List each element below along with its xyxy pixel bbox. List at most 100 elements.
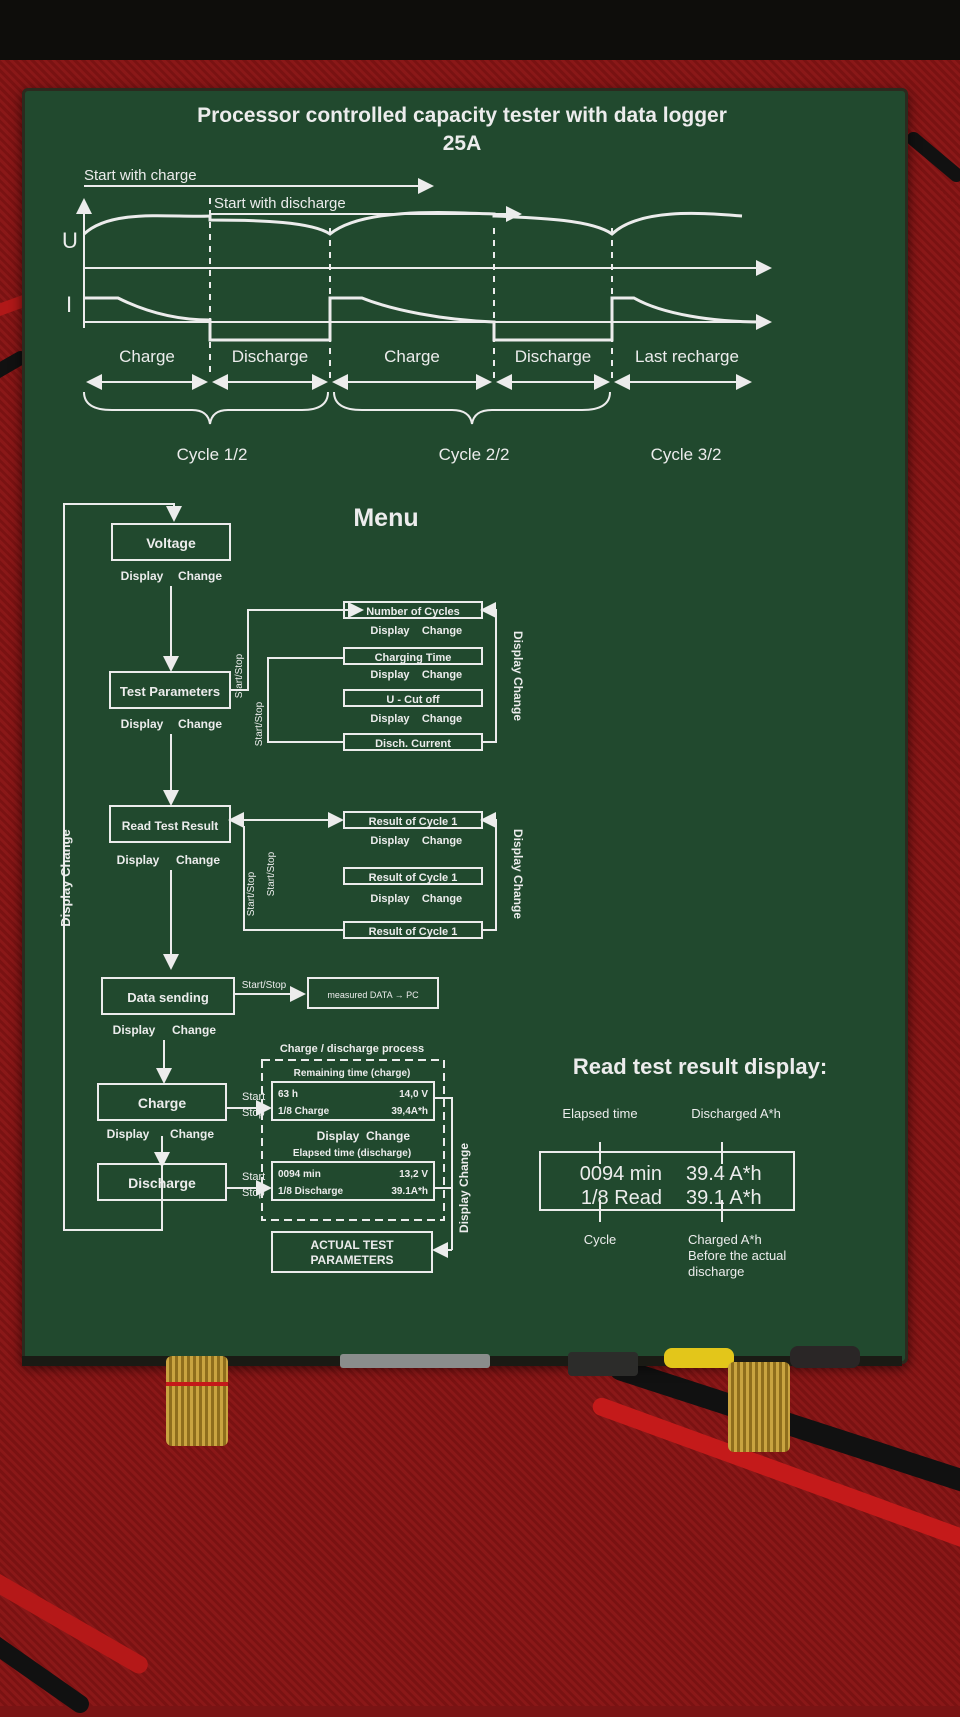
- elapsed-time-caption: Elapsed time: [562, 1106, 637, 1121]
- charge-display: Display: [107, 1127, 150, 1141]
- menu-heading: Menu: [353, 504, 418, 532]
- discharge-lcd-voltage: 13,2 V: [399, 1169, 428, 1180]
- cycle-1-label: Cycle 1/2: [177, 445, 248, 464]
- process-display: Display: [317, 1129, 360, 1143]
- discharge-lcd: [271, 1161, 435, 1201]
- charge-lcd-cycle: 1/8 Charge: [278, 1106, 330, 1117]
- result-1-display: Display: [370, 835, 410, 847]
- lcd-discharged-value: 39.4 A*h: [686, 1163, 762, 1185]
- param-cutoff-change: Change: [422, 713, 462, 725]
- lcd-elapsed-value: 0094 min: [580, 1163, 662, 1185]
- charge-change: Change: [170, 1127, 214, 1141]
- param-cycles-change: Change: [422, 625, 462, 637]
- result-1: Result of Cycle 1: [369, 816, 458, 828]
- result-left-loop: [243, 826, 344, 931]
- charge-lcd-capacity: 39,4A*h: [391, 1106, 428, 1117]
- terminal-post-left-ring: [166, 1382, 228, 1386]
- data-sending-display: Display: [113, 1023, 156, 1037]
- cycle-brace-1: [83, 391, 329, 425]
- charge-start: Start: [242, 1091, 265, 1103]
- discharge-lcd-time: 0094 min: [278, 1169, 321, 1180]
- u-axis-label: U: [62, 228, 78, 253]
- measured-data-label: measured DATA → PC: [327, 990, 419, 1000]
- result-2-display: Display: [370, 893, 410, 905]
- cycle-caption: Cycle: [584, 1232, 617, 1247]
- param-display-change: Display Change: [511, 631, 525, 721]
- param-charging-display: Display: [370, 669, 410, 681]
- discharge-label: Discharge: [128, 1175, 196, 1191]
- phase-discharge-1: Discharge: [232, 347, 309, 366]
- param-start-stop-2: Start/Stop: [254, 701, 265, 746]
- charged-caption-2: Before the actual: [688, 1248, 786, 1263]
- param-charging: Charging Time: [375, 652, 452, 664]
- read-test-result-change: Change: [176, 853, 220, 867]
- read-display-heading: Read test result display:: [573, 1054, 827, 1079]
- discharged-caption: Discharged A*h: [691, 1106, 781, 1121]
- result-3: Result of Cycle 1: [369, 926, 458, 938]
- process-title: Charge / discharge process: [280, 1043, 424, 1055]
- charge-box: [97, 1083, 227, 1121]
- phase-last-recharge: Last recharge: [635, 347, 739, 366]
- charge-label: Charge: [138, 1095, 186, 1111]
- test-parameters-change: Change: [178, 717, 222, 731]
- cycle-3-label: Cycle 3/2: [651, 445, 722, 464]
- loop-display-change-label: Display Change: [58, 829, 73, 927]
- i-axis-label: I: [66, 292, 72, 317]
- param-cutoff: U - Cut off: [386, 694, 439, 706]
- charge-lcd-voltage: 14,0 V: [399, 1089, 428, 1100]
- panel-title: Processor controlled capacity tester wit…: [197, 104, 727, 127]
- discharge-lcd-capacity: 39.1A*h: [391, 1186, 428, 1197]
- param-cycles: Number of Cycles: [366, 606, 460, 618]
- data-sending-box: [101, 977, 235, 1015]
- terminal-post-right: [728, 1362, 790, 1452]
- start-with-discharge-label: Start with discharge: [214, 195, 346, 212]
- param-current: Disch. Current: [375, 738, 451, 750]
- test-parameters-display: Display: [121, 717, 164, 731]
- result-2: Result of Cycle 1: [369, 872, 458, 884]
- param-cycles-display: Display: [370, 625, 410, 637]
- terminal-post-left: [166, 1356, 228, 1446]
- actual-parameters-line1: ACTUAL TEST: [310, 1238, 394, 1252]
- param-right-loop: [480, 602, 497, 743]
- result-start-stop-2: Start/Stop: [266, 851, 277, 896]
- lcd-charged-value: 39.1 A*h: [686, 1187, 762, 1209]
- discharge-box: [97, 1163, 227, 1201]
- serial-port: [340, 1354, 490, 1368]
- data-sending-change: Change: [172, 1023, 216, 1037]
- elapsed-time-label: Elapsed time (discharge): [293, 1148, 411, 1159]
- voltage-display: Display: [121, 569, 164, 583]
- panel-rating: 25A: [443, 132, 482, 155]
- read-test-result-display: Display: [117, 853, 160, 867]
- param-connector: [230, 602, 364, 691]
- voltage-change: Change: [178, 569, 222, 583]
- actual-parameters-line2: PARAMETERS: [310, 1253, 393, 1267]
- phase-charge-2: Charge: [384, 347, 440, 366]
- measured-data-box: [307, 977, 439, 1009]
- charged-caption-1: Charged A*h: [688, 1232, 762, 1247]
- result-display-change: Display Change: [511, 829, 525, 919]
- discharge-start: Start: [242, 1171, 265, 1183]
- yellow-socket: [664, 1348, 734, 1368]
- lcd-cycle-value: 1/8 Read: [581, 1187, 662, 1209]
- remaining-time-label: Remaining time (charge): [294, 1068, 411, 1079]
- menu-loop-line: [63, 503, 182, 1231]
- process-display-change: Display Change: [457, 1143, 471, 1233]
- current-curve: [84, 296, 763, 342]
- start-with-charge-label: Start with charge: [84, 167, 197, 184]
- data-sending-start-stop: Start/Stop: [242, 980, 287, 991]
- charge-lcd: [271, 1081, 435, 1121]
- charged-caption-3: discharge: [688, 1264, 744, 1279]
- actual-parameters-box: [271, 1231, 433, 1273]
- result-right-loop: [480, 812, 497, 931]
- fuse-holder: [568, 1352, 638, 1376]
- voltage-label: Voltage: [146, 535, 196, 551]
- panel-print: Processor controlled capacity tester wit…: [58, 104, 827, 1279]
- process-frame: [261, 1059, 445, 1221]
- cycle-brace-2: [333, 391, 611, 425]
- param-cutoff-display: Display: [370, 713, 410, 725]
- charge-lcd-time: 63 h: [278, 1089, 298, 1100]
- discharge-lcd-cycle: 1/8 Discharge: [278, 1186, 343, 1197]
- cycle-2-label: Cycle 2/2: [439, 445, 510, 464]
- process-change: Change: [366, 1129, 410, 1143]
- voltage-curve: [82, 211, 743, 236]
